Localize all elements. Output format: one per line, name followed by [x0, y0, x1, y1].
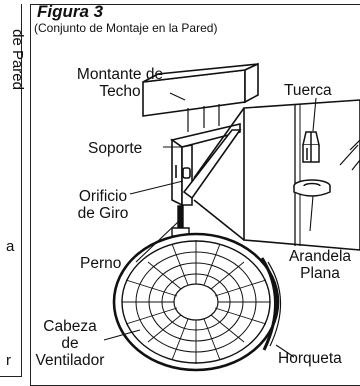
label-flat-washer-line2: Plana [300, 265, 340, 282]
label-ceiling-joist: Montante de Techo [60, 66, 180, 100]
label-fan-head-line1: Cabeza [43, 318, 97, 335]
left-column-char-a: a [6, 238, 15, 255]
bolt-drawing [171, 205, 190, 237]
assembly-drawing [103, 62, 360, 372]
label-pivot-hole-line2: de Giro [77, 205, 129, 222]
joist-screws [187, 104, 220, 132]
leader-lines [103, 92, 317, 358]
detail-panel [193, 99, 360, 251]
label-fan-head-line3: Ventilador [35, 352, 105, 369]
washer-drawing [293, 179, 331, 197]
fan-head-drawing [112, 232, 282, 372]
label-bracket: Soporte [88, 140, 143, 157]
label-yoke: Horqueta [278, 350, 342, 367]
nut-drawing [302, 131, 320, 163]
label-pivot-hole: Orificio de Giro [64, 188, 142, 222]
label-pivot-hole-line1: Orificio [78, 188, 128, 205]
bracket-drawing [170, 122, 242, 207]
label-bolt: Perno [80, 255, 122, 272]
ceiling-joist-drawing [142, 62, 259, 117]
label-fan-head-line2: de [61, 335, 79, 352]
label-ceiling-joist-line1: Montante de [76, 66, 164, 83]
label-flat-washer: Arandela Plana [282, 248, 358, 282]
label-nut: Tuerca [284, 82, 332, 99]
label-ceiling-joist-line2: Techo [99, 83, 141, 100]
figure-subtitle: (Conjunto de Montaje en la Pared) [34, 21, 218, 35]
figure-title: Figura 3 [37, 2, 104, 21]
left-column-char-r: r [6, 352, 11, 369]
label-fan-head: Cabeza de Ventilador [30, 318, 110, 369]
label-flat-washer-line1: Arandela [288, 248, 352, 265]
